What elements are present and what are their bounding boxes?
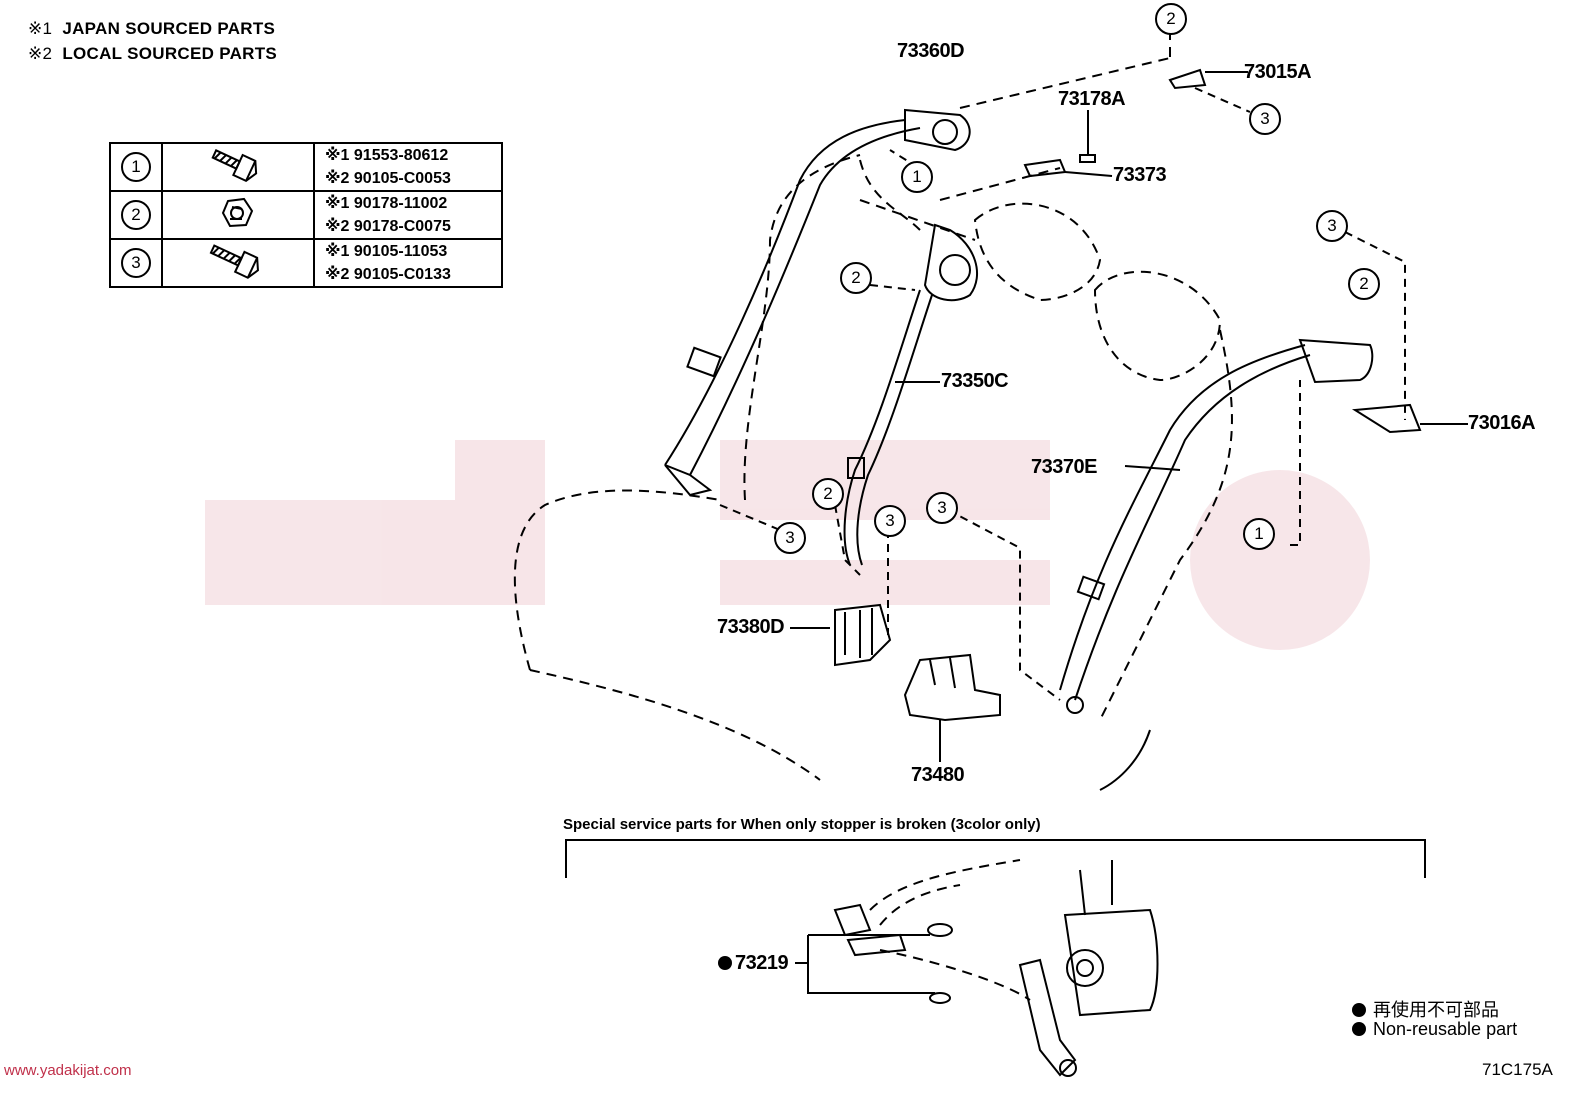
part-number-local: ※2 90178-C0075 <box>325 218 451 235</box>
footnote-en: Non-reusable part <box>1352 1019 1517 1040</box>
callout-3: 3 <box>926 492 958 524</box>
fastener-key-3: 3 <box>121 248 151 278</box>
non-reusable-dot-icon <box>718 956 732 970</box>
callout-2: 2 <box>840 262 872 294</box>
fastener-row: 2 ※1 90178-11002 ※2 90178-C0075 <box>109 190 503 240</box>
callout-2: 2 <box>812 478 844 510</box>
part-73350c: 73350C <box>941 370 1009 392</box>
callout-3: 3 <box>1316 210 1348 242</box>
fastener-table: 1 ※1 91553-80612 ※2 90105-C0053 2 <box>109 142 503 288</box>
callout-2: 2 <box>1155 3 1187 35</box>
part-73373: 73373 <box>1113 164 1167 186</box>
watermark-url: www.yadakijat.com <box>4 1062 132 1079</box>
part-73219: 73219 <box>718 952 789 975</box>
nut-icon <box>221 197 254 227</box>
part-number-local: ※2 90105-C0133 <box>325 266 451 283</box>
callout-2: 2 <box>1348 268 1380 300</box>
part-number-jp: ※1 91553-80612 <box>325 147 449 164</box>
part-73016a: 73016A <box>1468 412 1536 434</box>
part-number-jp: ※1 90105-11053 <box>325 243 448 260</box>
part-73015a: 73015A <box>1244 61 1312 83</box>
part-number-local: ※2 90105-C0053 <box>325 170 451 187</box>
part-73480: 73480 <box>911 764 965 786</box>
callout-1: 1 <box>901 161 933 193</box>
part-73178a: 73178A <box>1058 88 1126 110</box>
part-73370e: 73370E <box>1031 456 1097 478</box>
diagram-code: 71C175A <box>1482 1060 1553 1079</box>
bolt-icon <box>211 148 258 182</box>
part-number-jp: ※1 90178-11002 <box>325 195 448 212</box>
fastener-row: 3 ※1 90105-11053 ※2 90105-C0133 <box>109 238 503 288</box>
watermark-logo <box>205 440 1370 650</box>
fastener-key-1: 1 <box>121 152 151 182</box>
special-service-caption: Special service parts for When only stop… <box>563 816 1041 833</box>
non-reusable-dot-icon <box>1352 1022 1366 1036</box>
part-73360d: 73360D <box>897 40 965 62</box>
callout-3: 3 <box>1249 103 1281 135</box>
footnote-jp: 再使用不可部品 <box>1352 996 1499 1022</box>
callout-1: 1 <box>1243 518 1275 550</box>
callout-3: 3 <box>774 522 806 554</box>
part-73380d: 73380D <box>717 616 785 638</box>
non-reusable-dot-icon <box>1352 1003 1366 1017</box>
callout-3: 3 <box>874 505 906 537</box>
bolt-icon <box>209 243 259 279</box>
fastener-key-2: 2 <box>121 200 151 230</box>
fastener-row: 1 ※1 91553-80612 ※2 90105-C0053 <box>109 142 503 192</box>
